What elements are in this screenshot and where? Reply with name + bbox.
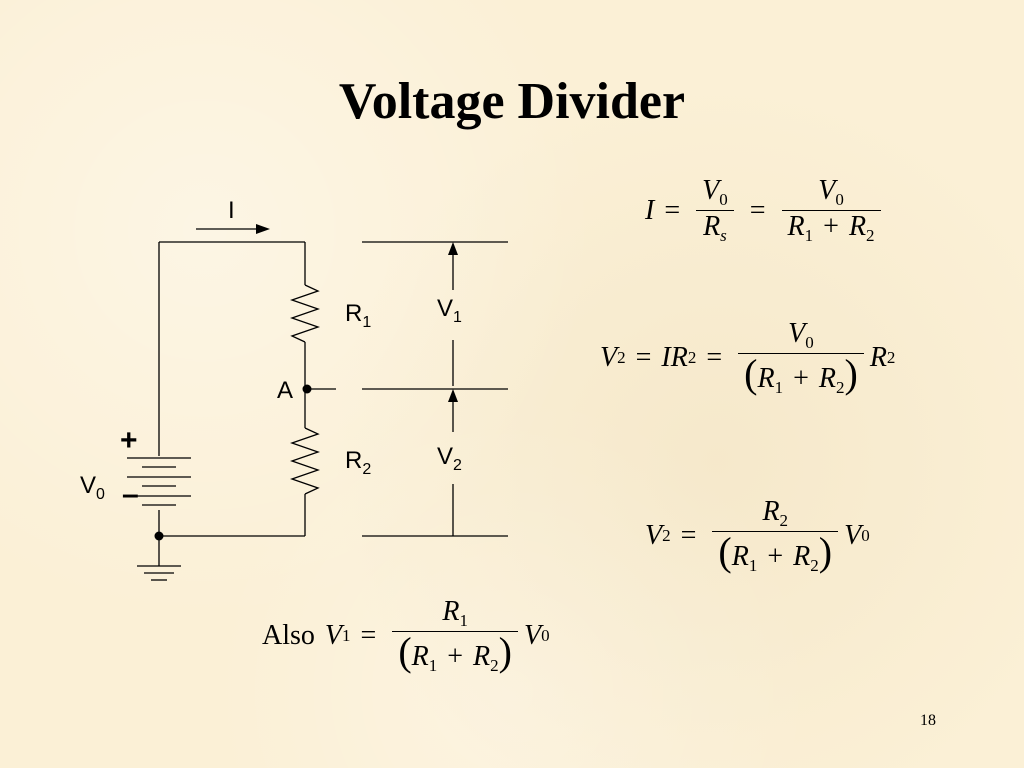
- ground-node-dot: [154, 531, 164, 541]
- slide-title: Voltage Divider: [338, 73, 686, 130]
- resistor-r2: [290, 427, 320, 495]
- v1-label: V1: [437, 295, 462, 326]
- battery-plus-sign: +: [120, 424, 138, 457]
- ground-symbol: [137, 565, 181, 581]
- node-a-dot: [302, 384, 312, 394]
- resistor-r1: [290, 284, 320, 343]
- node-a-label: A: [277, 377, 294, 404]
- r1-label: R1: [345, 300, 372, 331]
- v2-label: V2: [437, 443, 462, 474]
- source-voltage-label: V0: [80, 472, 105, 503]
- battery-symbol: [127, 457, 191, 506]
- equation-current: I= V0 Rs = V0 R1+R2: [645, 175, 887, 246]
- r2-label: R2: [345, 447, 372, 478]
- battery-minus-sign: –: [122, 478, 139, 511]
- current-label: I: [228, 197, 235, 224]
- slide-number: 18: [920, 712, 936, 729]
